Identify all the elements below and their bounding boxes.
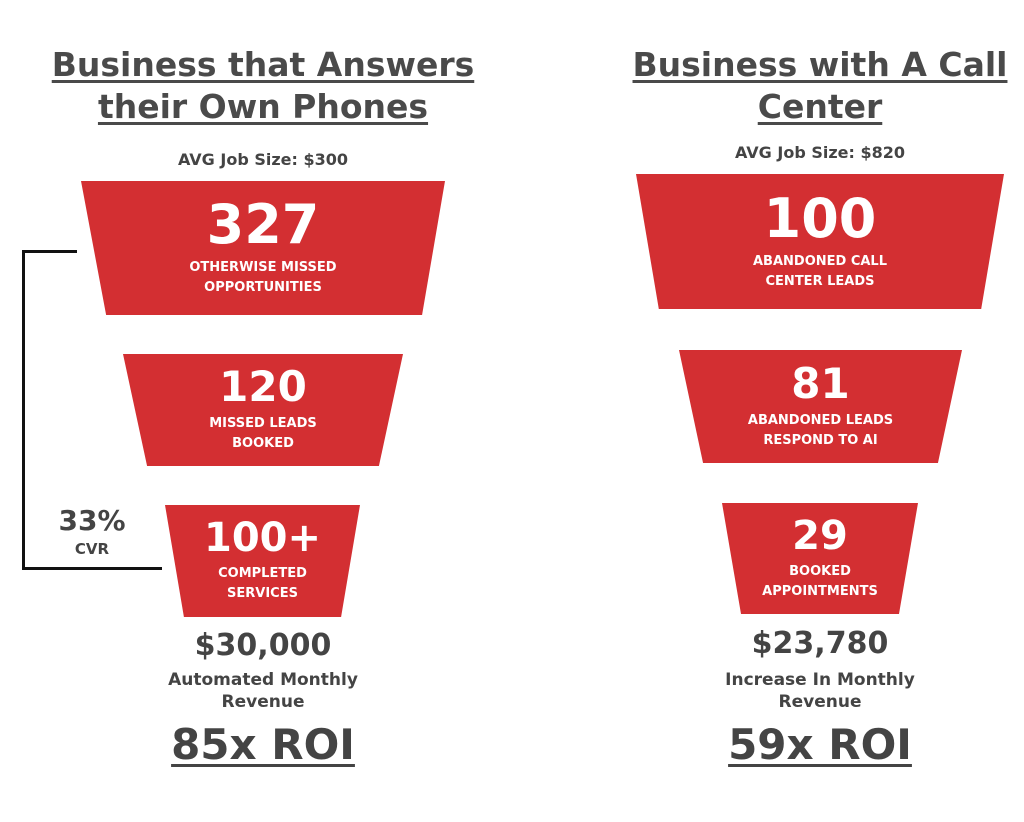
right-funnel-stage-1: 100 ABANDONED CALL CENTER LEADS	[636, 174, 1004, 309]
stage-label: COMPLETED SERVICES	[218, 566, 307, 601]
right-funnel-stage-2: 81 ABANDONED LEADS RESPOND TO AI	[679, 350, 962, 463]
left-revenue: $30,000	[194, 628, 332, 663]
stage-label: BOOKED APPOINTMENTS	[762, 563, 878, 599]
stage-value: 100	[763, 186, 877, 250]
cvr-bracket-vertical	[22, 250, 25, 570]
left-revenue-label: Automated Monthly Revenue	[168, 670, 358, 712]
right-revenue: $23,780	[751, 626, 889, 661]
stage-value: 100+	[203, 515, 321, 561]
left-avg-job-size: AVG Job Size: $300	[177, 150, 349, 169]
stage-label: ABANDONED LEADS RESPOND TO AI	[747, 412, 894, 448]
right-funnel-stage-3: 29 BOOKED APPOINTMENTS	[722, 503, 918, 614]
cvr-bracket-bottom	[22, 567, 162, 570]
stage-value: 120	[219, 362, 307, 411]
right-revenue-label: Increase In Monthly Revenue	[725, 670, 915, 712]
left-funnel-stage-2: 120 MISSED LEADS BOOKED	[123, 354, 403, 466]
left-funnel-stage-3: 100+ COMPLETED SERVICES	[165, 505, 360, 617]
stage-label: OTHERWISE MISSED OPPORTUNITIES	[189, 260, 337, 295]
cvr-bracket-top	[22, 250, 77, 253]
stage-label: ABANDONED CALL CENTER LEADS	[753, 253, 887, 289]
left-title: Business that Answers their Own Phones	[51, 45, 475, 126]
stage-value: 327	[206, 193, 320, 256]
right-roi: 59x ROI	[728, 720, 912, 769]
right-avg-job-size: AVG Job Size: $820	[734, 143, 906, 162]
stage-value: 81	[791, 358, 850, 408]
left-funnel-stage-1: 327 OTHERWISE MISSED OPPORTUNITIES	[81, 181, 445, 315]
stage-label: MISSED LEADS BOOKED	[209, 416, 317, 451]
cvr-value: 33%	[58, 504, 126, 537]
stage-value: 29	[792, 512, 848, 559]
right-title: Business with A Call Center	[632, 45, 1008, 126]
cvr-label: CVR	[74, 540, 110, 558]
left-roi: 85x ROI	[171, 720, 355, 769]
